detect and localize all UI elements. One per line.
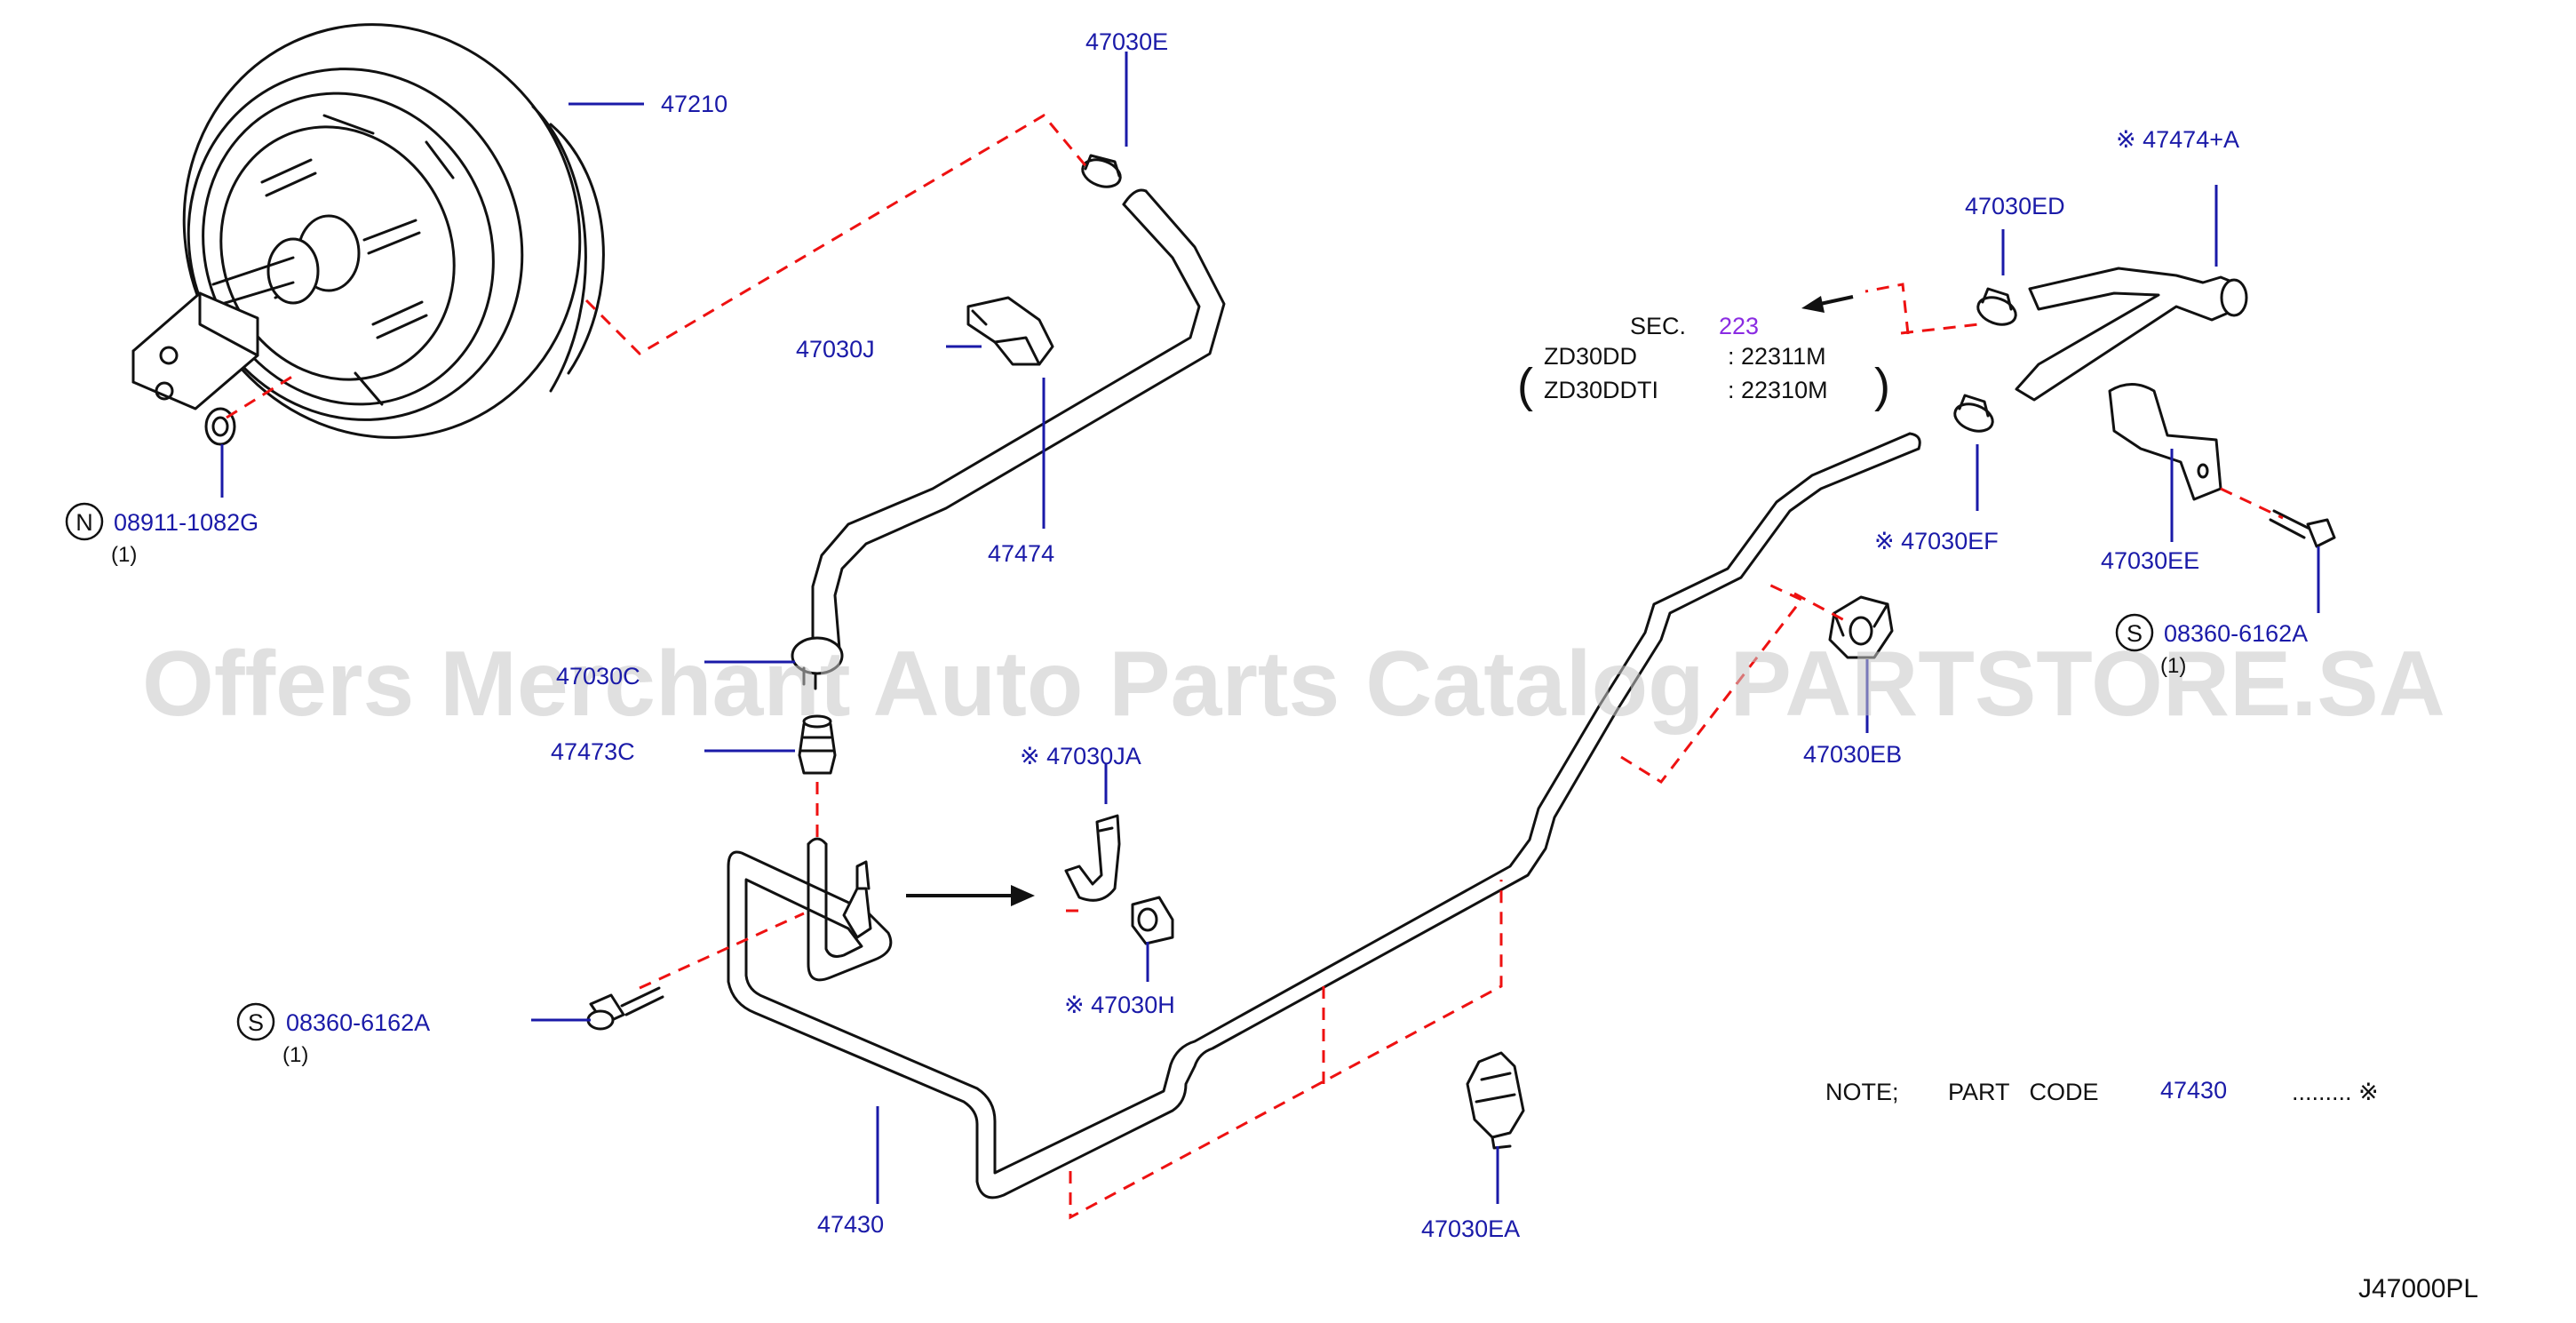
sec-prefix: SEC.: [1630, 313, 1686, 339]
bolt-left-symbol: S: [248, 1009, 264, 1036]
vacuum-hose-47474a[interactable]: [2015, 267, 2248, 402]
bolt-left-label[interactable]: S 08360-6162A (1): [236, 1002, 430, 1067]
bolt-08360-6162a-left[interactable]: [586, 986, 664, 1031]
note-text: PART CODE: [1948, 1079, 2099, 1105]
connector-47473c[interactable]: [798, 714, 837, 775]
label-47430[interactable]: 47430: [817, 1211, 884, 1238]
sec-paren-right: ): [1874, 359, 1890, 412]
vacuum-pipe-47430[interactable]: [727, 432, 1921, 1199]
label-47030j[interactable]: 47030J: [796, 336, 875, 363]
bolt-left-qty: (1): [282, 1043, 308, 1067]
label-47030ee[interactable]: 47030EE: [2101, 547, 2199, 574]
vacuum-hose-47474[interactable]: [811, 188, 1226, 657]
label-47030eb[interactable]: 47030EB: [1803, 741, 1902, 768]
sec-engine-1: ZD30DD: [1544, 343, 1637, 370]
label-47474a[interactable]: ※ 47474+A: [2116, 126, 2239, 153]
label-47030c[interactable]: 47030C: [556, 663, 640, 689]
hose-clamp-47030e[interactable]: [1079, 154, 1125, 191]
label-47030ef[interactable]: ※ 47030EF: [1874, 528, 1999, 554]
nut-label[interactable]: N 08911-1082G (1): [65, 502, 258, 567]
sec-number: 223: [1719, 313, 1759, 339]
note-mark: ......... ※: [2292, 1079, 2379, 1105]
grommet-47030h[interactable]: [1131, 896, 1174, 945]
bolt-left-code: 08360-6162A: [286, 1009, 430, 1036]
section-arrow: [1801, 295, 1854, 313]
label-47030ea[interactable]: 47030EA: [1421, 1215, 1520, 1242]
label-47210[interactable]: 47210: [661, 91, 727, 117]
label-47030ja[interactable]: ※ 47030JA: [1020, 743, 1141, 769]
note-label: NOTE;: [1825, 1079, 1899, 1105]
hose-clamp-47030c[interactable]: [791, 636, 844, 690]
exploded-view-arrow: [906, 885, 1035, 906]
note-code[interactable]: 47430: [2160, 1077, 2227, 1104]
label-47030e[interactable]: 47030E: [1085, 28, 1168, 55]
label-47473c[interactable]: 47473C: [551, 738, 635, 765]
clip-47030eb[interactable]: [1828, 595, 1894, 659]
nut-symbol: N: [76, 509, 93, 536]
sec-paren-left: (: [1517, 359, 1533, 412]
clamp-47030ja[interactable]: [1064, 814, 1121, 902]
label-47030h[interactable]: ※ 47030H: [1064, 992, 1175, 1018]
hose-clamp-47030ef[interactable]: [1952, 394, 1997, 436]
brake-booster-47210[interactable]: [116, 0, 647, 503]
sec-code-1: : 22311M: [1728, 343, 1826, 370]
nut-code: 08911-1082G: [114, 509, 258, 536]
nut-qty: (1): [111, 543, 137, 567]
bolt-right-qty: (1): [2160, 654, 2186, 678]
clip-47030ea[interactable]: [1466, 1051, 1525, 1150]
label-47474[interactable]: 47474: [988, 540, 1054, 567]
clamp-47030j[interactable]: [966, 296, 1054, 366]
bracket-47030ee[interactable]: [2108, 383, 2222, 501]
section-reference[interactable]: SEC. 223 ( ) ZD30DD : 22311M ZD30DDTI : …: [1517, 313, 1890, 412]
bolt-right-code: 08360-6162A: [2164, 620, 2308, 647]
bolt-right-symbol: S: [2127, 620, 2143, 647]
label-47030ed[interactable]: 47030ED: [1965, 193, 2065, 219]
watermark: Offers Merchant Auto Parts Catalog PARTS…: [142, 633, 2445, 736]
bolt-right-label[interactable]: S 08360-6162A (1): [2115, 613, 2308, 678]
sec-code-2: : 22310M: [1728, 377, 1828, 403]
hose-clamp-47030ed[interactable]: [1975, 287, 2020, 330]
diagram-id: J47000PL: [2358, 1274, 2478, 1303]
part-code-note: NOTE; PART CODE 47430 ......... ※: [1825, 1077, 2379, 1105]
leader-lines: [220, 52, 2320, 1204]
reference-lines: [226, 114, 2284, 1220]
bolt-08360-6162a-right[interactable]: [2269, 509, 2336, 548]
sec-engine-2: ZD30DDTI: [1544, 377, 1658, 403]
